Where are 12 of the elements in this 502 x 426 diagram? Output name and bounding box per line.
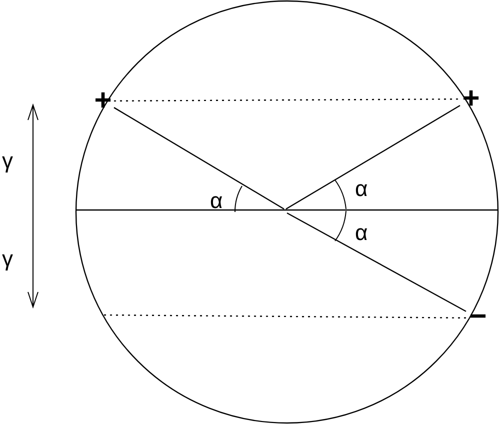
angle-label: α bbox=[355, 178, 368, 200]
dotted-line bbox=[114, 98, 460, 102]
distance-label: γ bbox=[2, 248, 13, 270]
line bbox=[286, 105, 460, 210]
polarity-sign: − bbox=[469, 302, 487, 332]
angle-label: α bbox=[210, 190, 223, 212]
angle-label: α bbox=[355, 222, 368, 244]
line bbox=[114, 107, 284, 210]
dotted-line bbox=[104, 314, 466, 318]
polarity-sign: + bbox=[462, 84, 480, 114]
line bbox=[286, 212, 466, 312]
distance-label: γ bbox=[2, 150, 13, 172]
